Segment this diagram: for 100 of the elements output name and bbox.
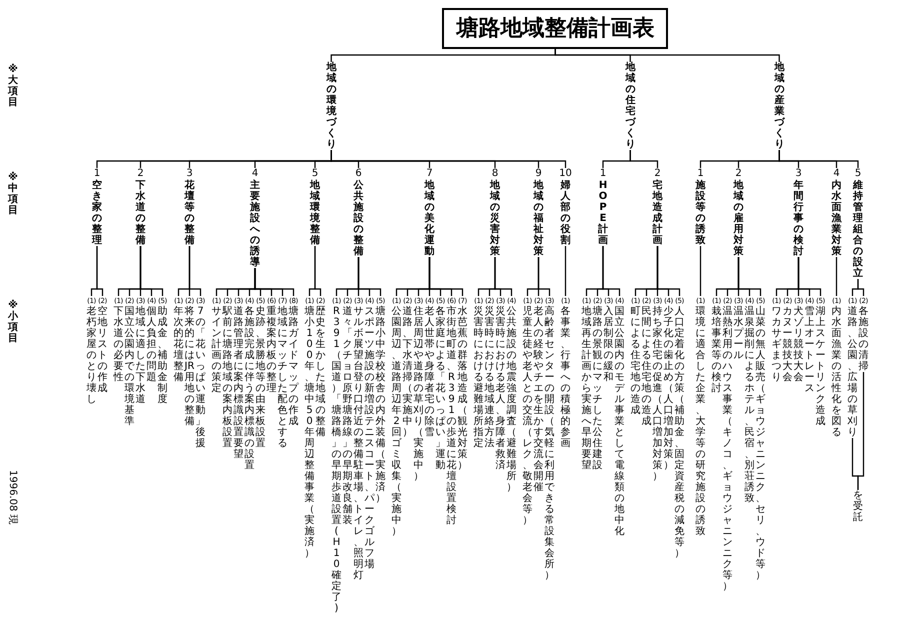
section-number: 9 [535, 168, 542, 180]
item-text: 塘路小中学校校舎の内外装備（実施済） [376, 306, 386, 504]
connector-line [140, 246, 164, 296]
subcategory-heading: 施設等の誘致 [696, 180, 706, 246]
item-text: 道路、下水清掃（実施中） [402, 306, 412, 438]
item-text: 温泉掘削によるホテル、民宿、別荘誘致 [744, 306, 754, 504]
item-text: 助成金、補助金制度 [158, 306, 168, 405]
subcategory-heading: 宅地造成計画 [652, 180, 662, 246]
connector-line [314, 246, 322, 296]
item-text: 歴史を生かした地域の整備 [316, 306, 326, 438]
item-text: 道々「クチョロ原野塘路線」の早期改良舗装 [342, 306, 352, 526]
subcategory-heading: 主要施設への誘導 [250, 180, 260, 268]
item-text: 民間による住宅地の造成 [642, 306, 652, 427]
section-number: 8 [492, 168, 498, 180]
item-text: 国立公園内での環境基準 [124, 306, 134, 427]
item-text: 少子化の歯止め（人口増加対策） [664, 306, 674, 471]
section-number: 5 [312, 168, 318, 180]
section-number: 10 [559, 168, 572, 180]
section-number: 6 [355, 168, 362, 180]
bracket-note: を受託 [853, 490, 863, 523]
item-text: 国立公園内のモデル事業として電線類の地中化 [614, 306, 624, 537]
item-text: 年次的花壇整備 [174, 306, 184, 383]
item-text: 塘路の景観にマッチした公住建設 [592, 306, 602, 471]
section-number: 2 [654, 168, 661, 179]
subcategory-heading: 地域の福祉対策 [534, 180, 544, 257]
category-heading: 地域の住宅づくり [625, 62, 636, 150]
connector-line [358, 257, 382, 296]
section-number: 2 [137, 168, 144, 180]
item-text: 塘路ガイドマップの作成 [288, 306, 298, 427]
subcategory-heading: 地域の美化運動 [424, 180, 434, 257]
title-box [442, 8, 668, 49]
item-text: 各施設の清掃 [858, 306, 868, 372]
section-number: 1 [697, 168, 704, 180]
item-text: 道路管理者に案内標識設置要望 [234, 306, 244, 460]
connector-line [778, 150, 859, 168]
item-text: 災害時における老人、身障者救済 [496, 306, 506, 471]
item-text: 児童生徒や老人との交流（レク、敬老会等） [522, 306, 532, 526]
item-text: 持ち家住宅の促進（人口増加対策） [652, 306, 662, 482]
connector-line [700, 246, 702, 296]
subcategory-heading: 下水道の整備 [136, 180, 146, 246]
connector-line [554, 49, 780, 62]
section-number: 2 [735, 168, 742, 180]
item-text: 各家庭による「花いっぱい」運動 [436, 306, 446, 471]
item-text: 史跡、景勝地等の由来板設置 [256, 306, 266, 449]
item-text: 温熱利用のハウス事業（キノコ、ギョウジャニンニク等） [722, 306, 732, 592]
item-text: 市街地町道、R391の歩道に花壇設置検討 [446, 306, 456, 526]
subcategory-heading: 地域環境整備 [310, 180, 320, 246]
connector-line [538, 257, 550, 296]
subcategory-heading: 婦人部の役割 [560, 180, 570, 246]
item-text: 犬ゾリ競技大会 [794, 306, 804, 383]
connector-line [857, 279, 864, 296]
subcategory-heading: 年間行事の検討 [794, 180, 804, 257]
item-text: 公園周辺、道路周辺年2回ゴミ収集（実施中） [392, 306, 402, 537]
connector-line [564, 246, 566, 296]
title-text: 塘路地域整備計画表 [456, 15, 654, 43]
item-text: 7の「花いっぱい運動」後援 [196, 306, 206, 449]
connector-line [836, 257, 838, 296]
item-text: 内水面漁業の活性化を図る [832, 306, 842, 438]
item-text: 温水プール [734, 306, 744, 361]
section-number: 1 [94, 168, 100, 180]
subcategory-heading: HOPE計画 [598, 180, 608, 246]
item-text: 地域再生計画から実施へ早期要望 [582, 306, 592, 471]
item-text: 高齢者センターの開設（気軽に利用できる常設集会所） [544, 306, 554, 581]
item-text: 栽培事業等の検討 [712, 306, 722, 394]
item-text: 道路、公園、広場の草刈り [848, 306, 858, 438]
item-text: 災害時における避難場所指定 [474, 306, 484, 449]
subcategory-heading: 空き家の整理 [92, 180, 102, 246]
item-text: スポーツ施設の新増設テニスコート、パークゴルフ場 [364, 306, 374, 570]
level-label: ※中項目 [8, 172, 18, 216]
item-text: 老人世帯や身障者宅の除雪 [424, 306, 434, 438]
item-text: カヌー競技大会 [782, 306, 792, 383]
connector-line [656, 246, 680, 296]
item-text: 山菜の無人販売（ギョウジャニンニク、セリ、ウド等） [756, 306, 766, 581]
level-label: ※小項目 [8, 300, 18, 344]
category-heading: 地域の環境づくり [326, 62, 336, 150]
item-text: サルボ展望台登り口付近の整備駐車場、トイレ、照明灯 [354, 306, 364, 581]
item-text: 個人負担の問題 [146, 306, 156, 383]
item-text: 下水道の必要性 [114, 306, 124, 383]
item-text: 老朽家屋のとり壊し [86, 306, 96, 405]
subcategory-heading: 維持管理組合の設立 [853, 180, 863, 279]
connector-line [254, 268, 294, 296]
section-number: 7 [426, 168, 433, 180]
item-text: 人口定着化の方策（補助金、固定資産税の減免等） [674, 306, 684, 559]
subcategory-heading: 内水面漁業対策 [832, 180, 842, 257]
connector-line [428, 257, 464, 296]
item-text: 老人の経験やチエを生かす交流会開催 [534, 306, 544, 493]
item-text: 各施設完成に伴う案内標識の設置 [244, 306, 254, 471]
connector-line [494, 257, 512, 296]
item-text: 重複案内板の整理 [266, 306, 276, 394]
item-text: 公共施設の地震強度調査（避難場所） [506, 306, 516, 493]
item-text: 雪上オートレース [804, 306, 814, 394]
level-label: ※大項目 [8, 64, 18, 108]
subcategory-heading: 地域の雇用対策 [734, 180, 744, 257]
section-number: 1 [600, 168, 606, 180]
item-text: 町による住宅地の造成 [630, 306, 640, 416]
item-text: 各事業、行事への積極的参画 [560, 306, 570, 449]
subcategory-heading: 地域の災害対策 [490, 180, 500, 257]
subcategory-heading: 花壇等の整備 [184, 180, 194, 246]
connector-line [738, 257, 762, 296]
connector-line [798, 257, 822, 296]
